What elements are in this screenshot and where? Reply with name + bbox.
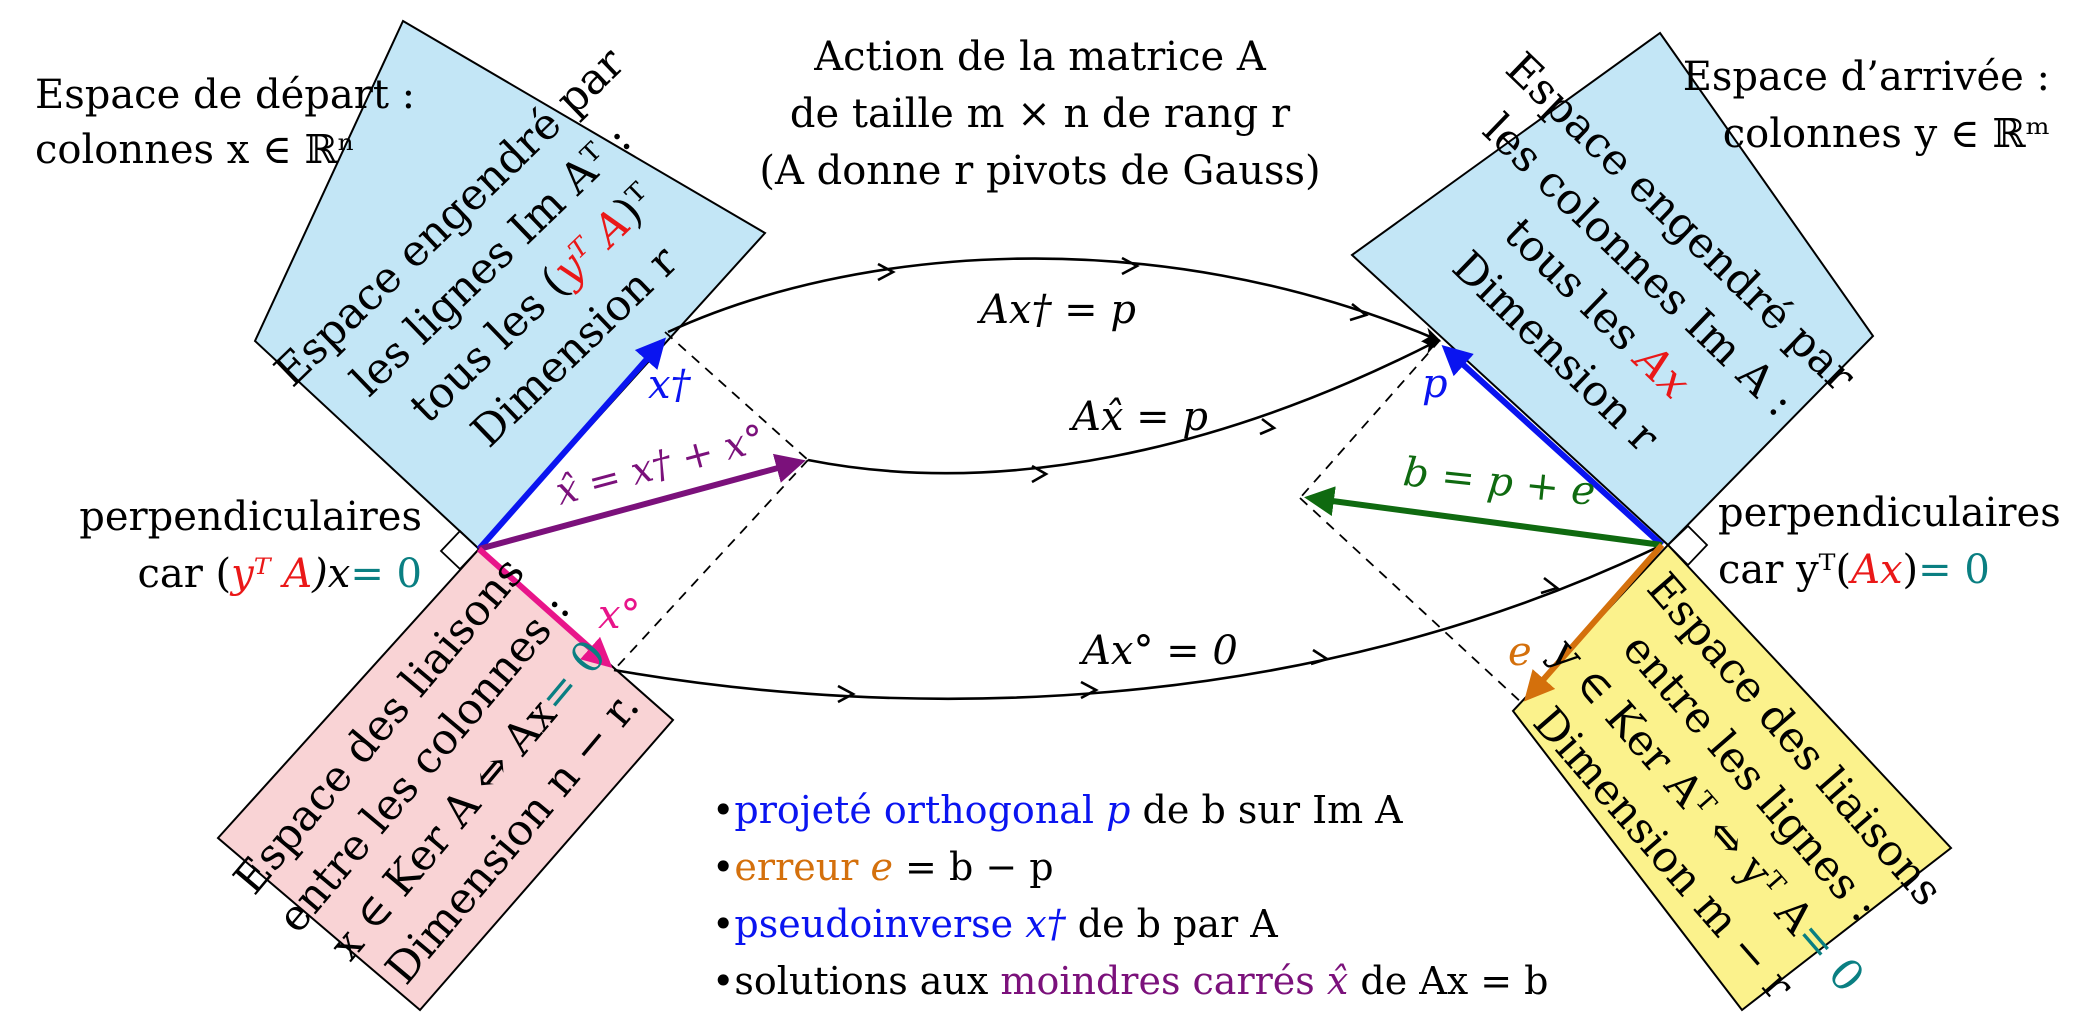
perp-left-line-1: perpendiculaires — [79, 494, 422, 540]
map-curve-bottom — [613, 543, 1663, 701]
map-label-middle: Ax̂ = p — [1068, 394, 1208, 440]
perp-right-line-2: car yᵀ(Ax)= 0 — [1718, 547, 1990, 593]
vector-x-hat — [478, 453, 806, 552]
arrivee-title: Espace d’arrivée : — [1683, 54, 2050, 100]
perp-right-line-1: perpendiculaires — [1718, 490, 2061, 536]
depart-title: Espace de départ : — [35, 72, 415, 118]
perp-left-line-2: car (yᵀ A)x= 0 — [137, 551, 422, 597]
label-p: p — [1422, 361, 1448, 407]
map-curve-middle — [807, 339, 1441, 475]
vector-e — [1524, 543, 1665, 702]
map-label-top: Ax† = p — [976, 287, 1136, 333]
action-line-3: (A donne r pivots de Gauss) — [759, 148, 1320, 194]
label-x-circ: x° — [598, 592, 641, 638]
arrivee-subtitle: colonnes y ∈ ℝᵐ — [1723, 111, 2050, 157]
label-e: e — [1508, 629, 1532, 675]
vector-x-dagger — [476, 337, 666, 551]
right-angle-left — [439, 529, 481, 571]
right-angle-right — [1666, 524, 1709, 567]
legend-item-pseudoinverse: •pseudoinverse x† de b par A — [712, 902, 1278, 946]
dashed-xhat-xcirc — [613, 459, 809, 671]
legend-item-projection: •projeté orthogonal p de b sur Im A — [712, 788, 1403, 832]
action-line-1: Action de la matrice A — [813, 34, 1267, 80]
label-x-dagger: x† — [648, 362, 692, 408]
legend-item-error: •erreur e = b − p — [712, 845, 1054, 889]
dashed-xdagger-xhat — [664, 331, 809, 461]
vector-x-circ — [477, 546, 613, 668]
map-curve-top — [667, 257, 1442, 342]
vector-p — [1441, 344, 1665, 548]
curve-chevrons — [837, 256, 1560, 704]
legend-list: •projeté orthogonal p de b sur Im A •err… — [712, 788, 1548, 1003]
depart-subtitle: colonnes x ∈ ℝⁿ — [35, 127, 355, 173]
action-line-2: de taille m × n de rang r — [790, 91, 1291, 137]
map-label-bottom: Ax° = 0 — [1078, 628, 1238, 674]
legend-item-least-squares: •solutions aux moindres carrés x̂ de Ax … — [712, 959, 1548, 1003]
dashed-b-e — [1299, 497, 1524, 705]
vector-b — [1304, 486, 1663, 548]
